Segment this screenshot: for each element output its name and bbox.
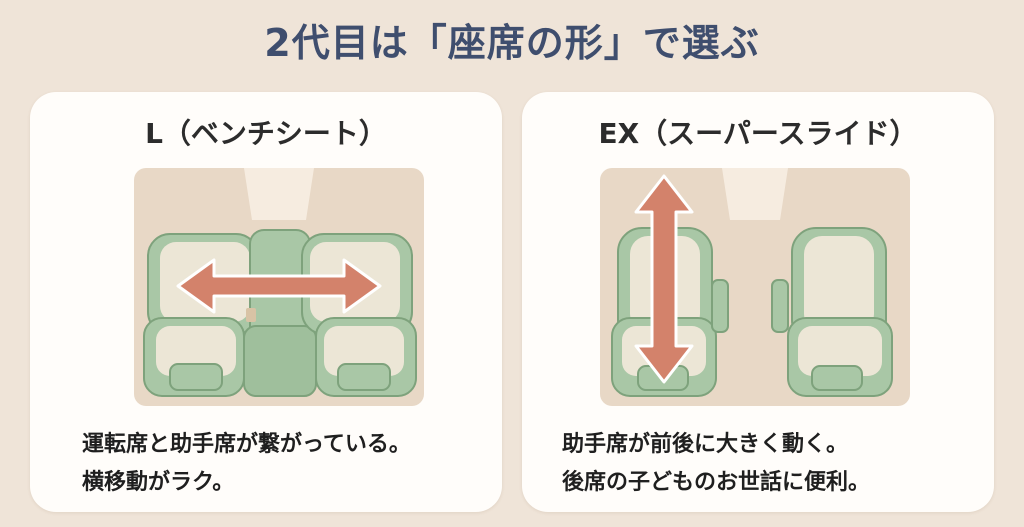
- description-line: 横移動がラク。: [82, 470, 235, 495]
- bench-seat-heading: L（ベンチシート）: [145, 117, 387, 150]
- page-title: 2代目は「座席の形」で選ぶ: [264, 21, 760, 65]
- super-slide-heading: EX（スーパースライド）: [598, 117, 918, 150]
- bench-seat-card: L（ベンチシート） 運転席と助手席が繋がっている。: [30, 92, 502, 512]
- description-line: 運転席と助手席が繋がっている。: [82, 432, 411, 457]
- super-slide-card: EX（スーパースライド） 助手席が前後に大きく動く。 後席の子どものお世話に便利…: [522, 92, 994, 512]
- description-line: 後席の子どものお世話に便利。: [562, 470, 871, 495]
- super-slide-illustration: [600, 168, 910, 406]
- bench-seat-illustration: [134, 168, 424, 406]
- super-slide-description: 助手席が前後に大きく動く。 後席の子どものお世話に便利。: [562, 426, 870, 502]
- description-line: 助手席が前後に大きく動く。: [562, 432, 849, 457]
- bench-seat-description: 運転席と助手席が繋がっている。 横移動がラク。: [82, 426, 411, 502]
